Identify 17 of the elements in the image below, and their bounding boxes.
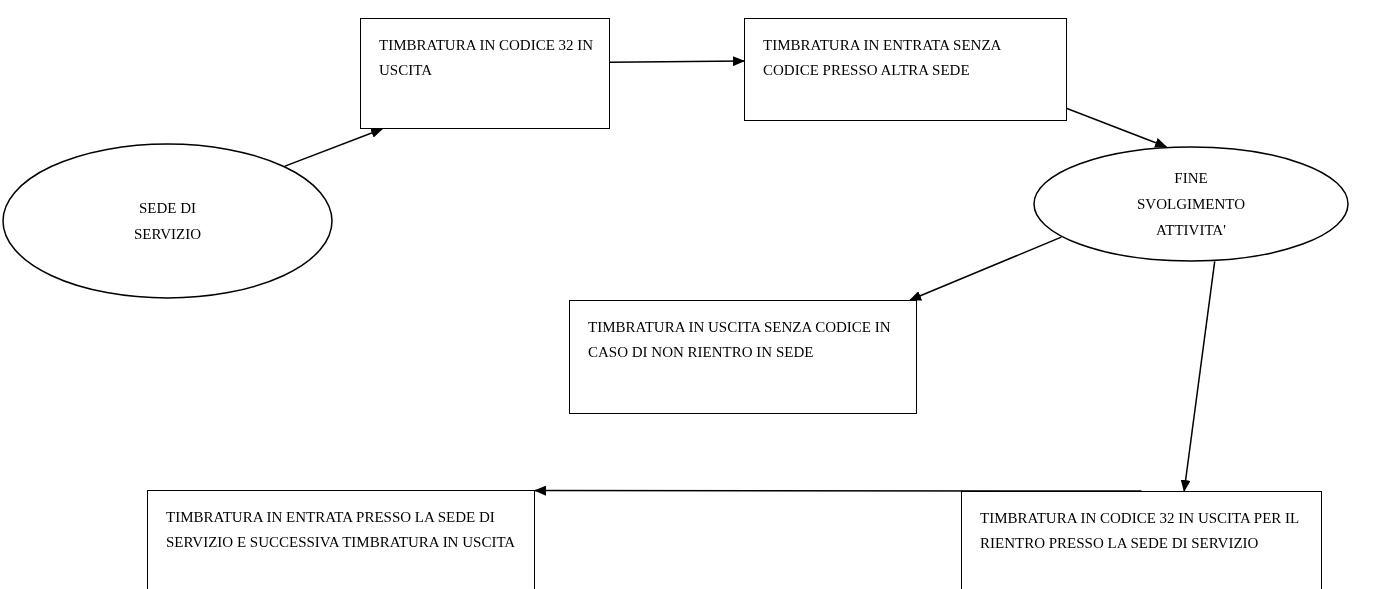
box-text: TIMBRATURA IN ENTRATA PRESSO LA SEDE DI SERVIZIO E SUCCESSIVA TIMBRATURA IN USCITA xyxy=(166,508,517,552)
arrow xyxy=(1066,107,1168,148)
box-text: TIMBRATURA IN USCITA SENZA CODICE IN CASO DI NON RIENTRO IN SEDE xyxy=(588,318,892,362)
arrow xyxy=(609,56,745,67)
box-text: TIMBRATURA IN CODICE 32 IN USCITA PER IL RIENTRO PRESSO LA SEDE DI SERVIZIO xyxy=(980,509,1300,553)
box-text: TIMBRATURA IN CODICE 32 IN USCITA xyxy=(379,36,595,80)
process-box xyxy=(744,18,1067,121)
box-text: TIMBRATURA IN ENTRATA SENZA CODICE PRESSO ALTRA SEDE xyxy=(763,36,1002,80)
process-box xyxy=(569,300,917,414)
arrow xyxy=(284,128,384,167)
process-box xyxy=(961,491,1322,589)
node-label: FINE SVOLGIMENTO ATTIVITA' xyxy=(1135,169,1247,240)
node-label: SEDE DI SERVIZIO xyxy=(132,199,203,244)
process-box xyxy=(360,18,610,129)
arrow xyxy=(1180,260,1216,492)
process-box xyxy=(147,490,535,589)
arrow xyxy=(909,236,1063,301)
